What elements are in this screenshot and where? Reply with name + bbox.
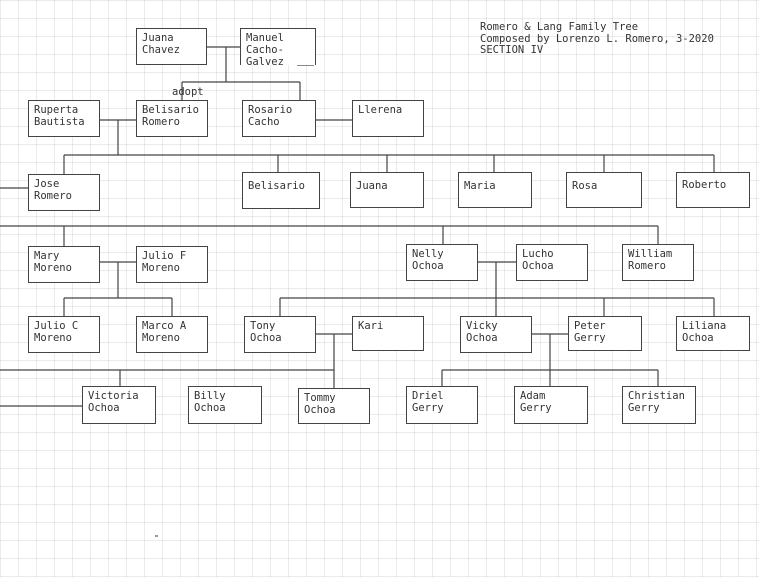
chart-header: Romero & Lang Family Tree Composed by Lo… — [480, 21, 714, 57]
person-maria: Maria — [458, 172, 532, 208]
person-kari: Kari — [352, 316, 424, 351]
chart-section: SECTION IV — [480, 44, 544, 56]
chart-title: Romero & Lang Family Tree — [480, 21, 639, 33]
stray-pen-mark — [155, 535, 158, 537]
person-roberto: Roberto — [676, 172, 750, 208]
person-juana: Juana — [350, 172, 424, 208]
person-belisario: Belisario — [242, 172, 320, 209]
person-llerena: Llerena — [352, 100, 424, 137]
adopt-label: adopt — [172, 86, 204, 98]
person-rosa: Rosa — [566, 172, 642, 208]
chart-composer: Composed by Lorenzo L. Romero, 3-2020 — [480, 32, 714, 45]
